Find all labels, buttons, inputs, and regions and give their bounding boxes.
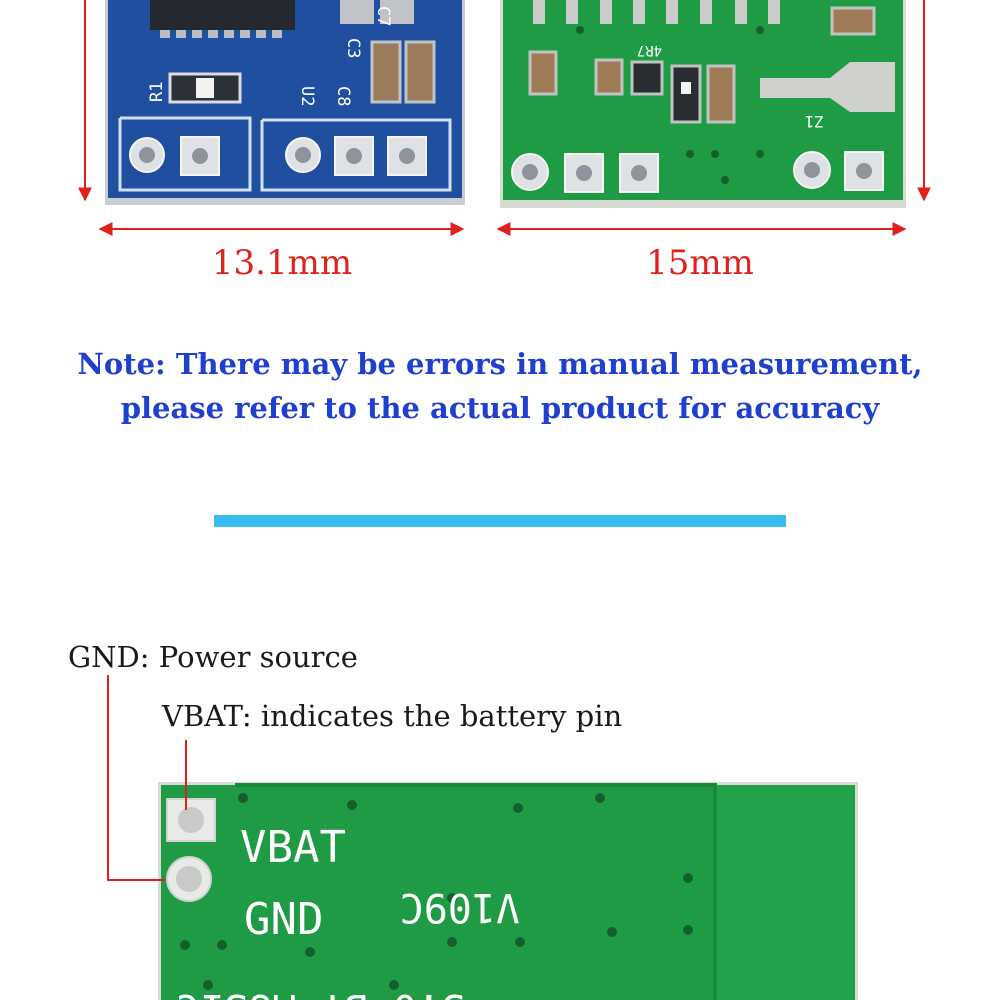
silk-bt-music: 5.0 BT MUSIC <box>176 985 465 1000</box>
gnd-leader-line <box>107 675 165 881</box>
gnd-pin-label: GND: Power source <box>68 640 358 674</box>
silk-4r7: 4R7 <box>637 42 662 58</box>
silk-r1: R1 <box>147 82 167 102</box>
note-line-1: Note: There may be errors in manual meas… <box>77 347 923 381</box>
green-board-width-label: 15mm <box>646 243 754 283</box>
silk-u2: U2 <box>297 86 317 106</box>
silk-gnd: GND <box>244 894 323 945</box>
silk-z1: Z1 <box>805 112 824 131</box>
blue-pcb-board <box>105 0 465 205</box>
blue-pcb-silkscreen: R1 U2 C8 C3 C7 <box>147 6 393 106</box>
section-divider <box>214 515 786 527</box>
note-line-2: please refer to the actual product for a… <box>120 391 880 425</box>
blue-board-width-label: 13.1mm <box>211 243 353 283</box>
silk-v109c: V109C <box>400 884 520 930</box>
bottom-pcb-board: VBAT GND V109C 5.0 BT MUSIC <box>158 782 858 1000</box>
green-pcb-silkscreen: 4R7 Z1 <box>637 42 824 131</box>
silk-c8: C8 <box>333 86 353 106</box>
vbat-pin-label: VBAT: indicates the battery pin <box>162 699 623 733</box>
green-pcb-board <box>500 0 906 208</box>
silk-c3: C3 <box>343 38 363 58</box>
silk-vbat: VBAT <box>240 822 346 873</box>
silk-c7: C7 <box>373 6 393 26</box>
